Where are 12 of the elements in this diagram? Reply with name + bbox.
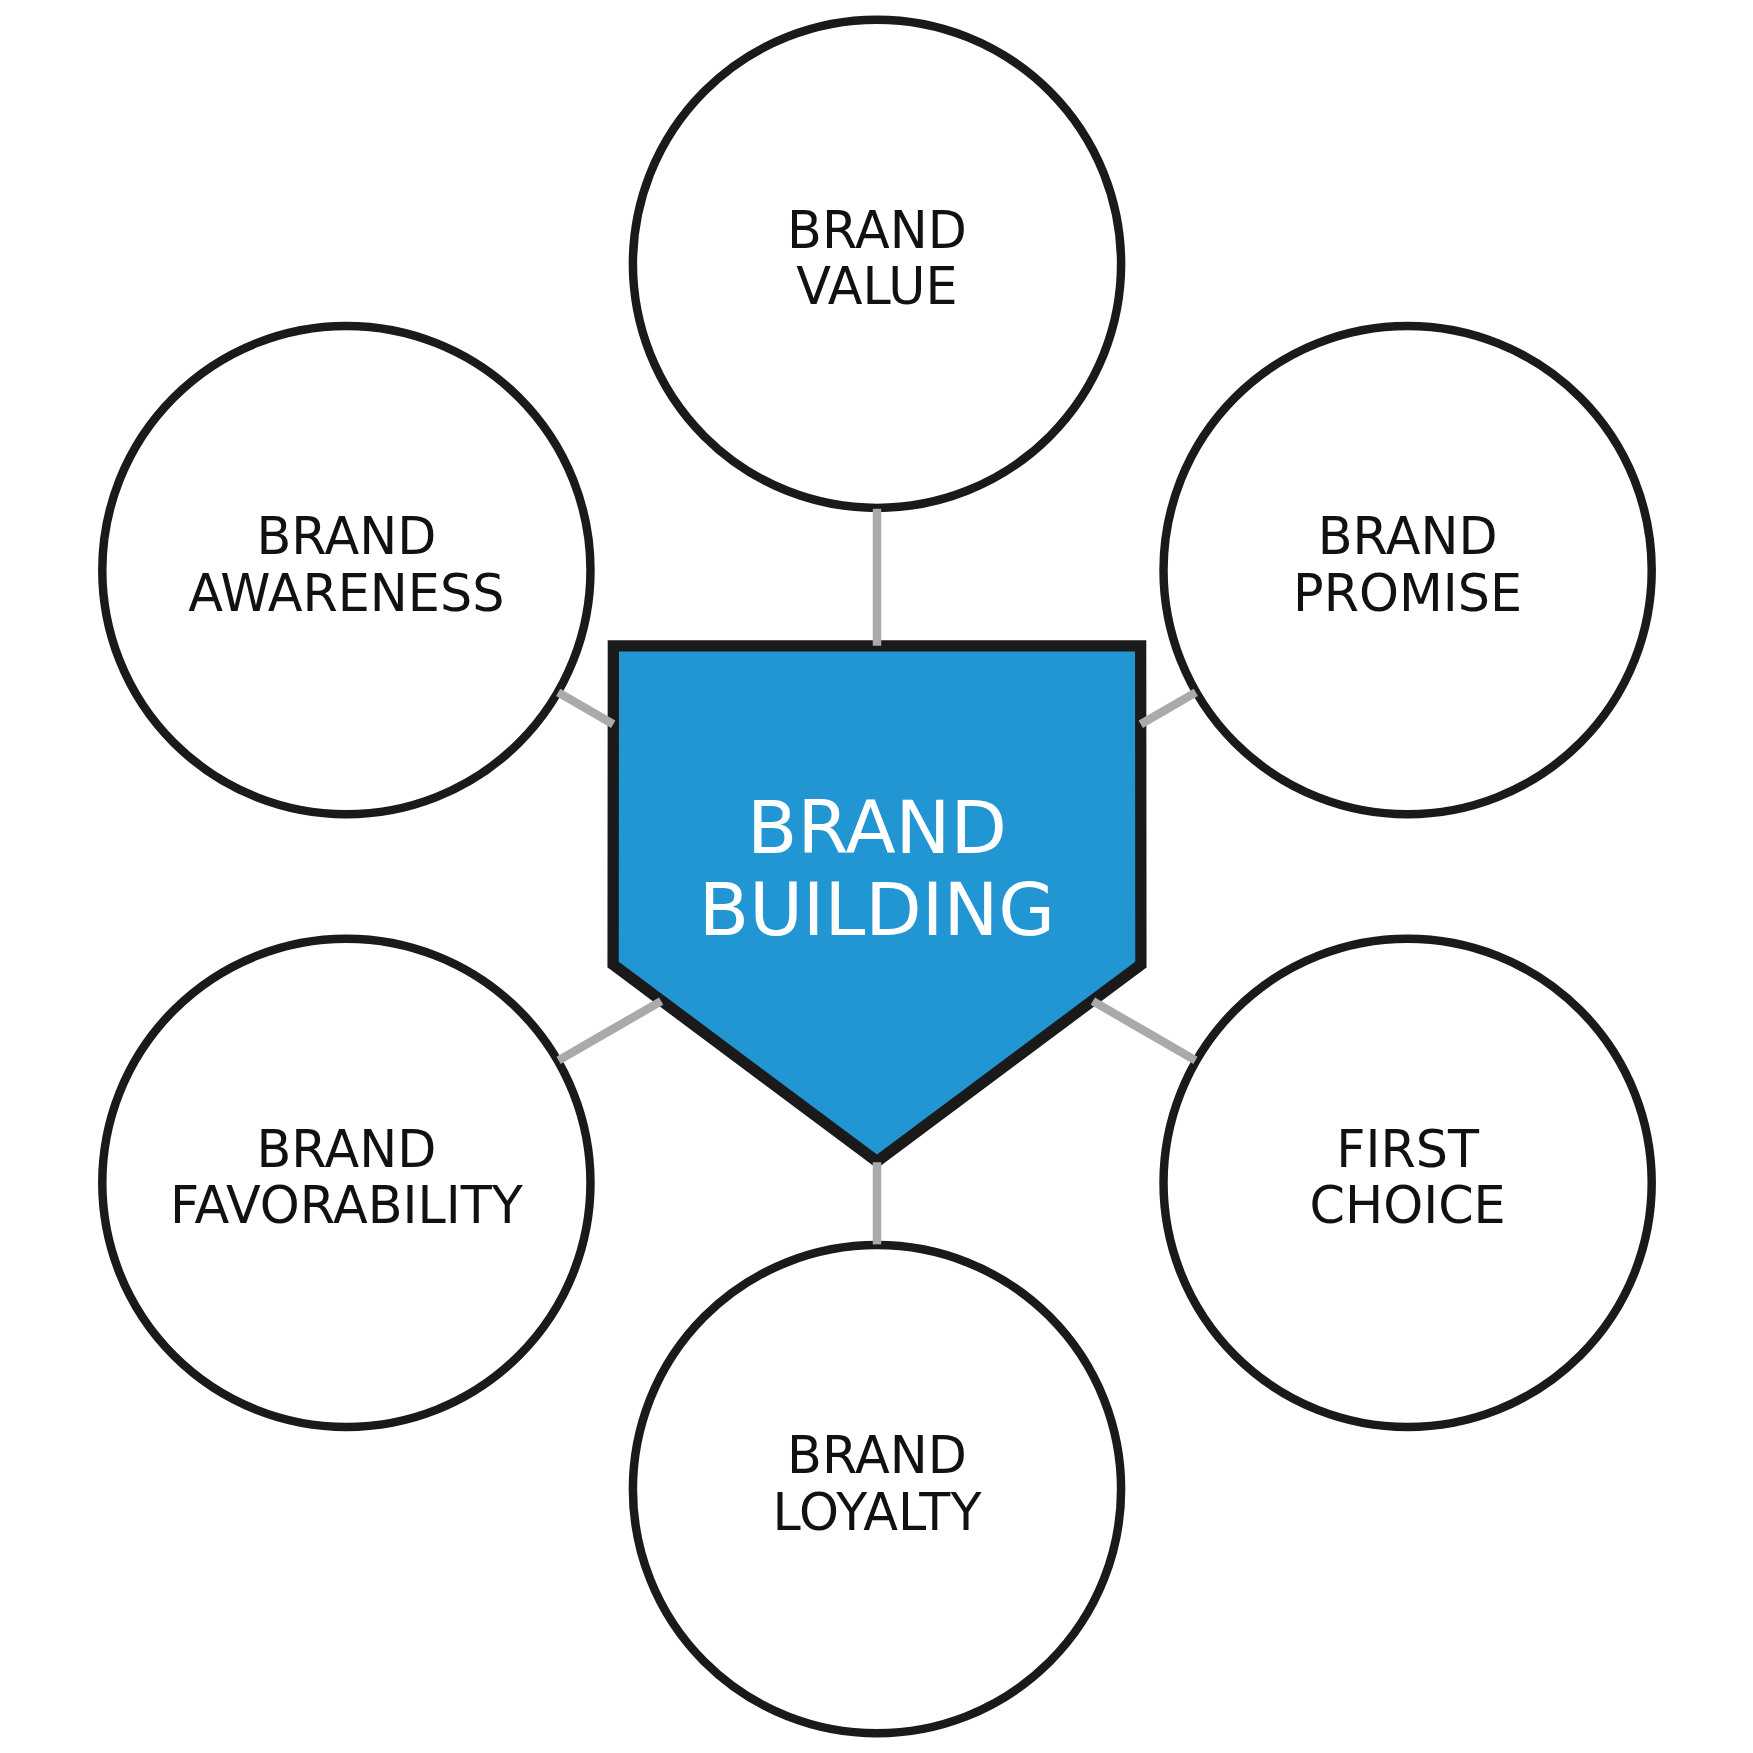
node-circle: FIRST CHOICE [1158,934,1656,1432]
connector [555,688,615,728]
node-circle: BRAND FAVORABILITY [97,934,595,1432]
node-circle: BRAND VALUE [628,15,1125,513]
connector [1138,688,1198,728]
connector [872,1162,881,1245]
connector [872,508,881,646]
connector [555,997,663,1064]
connector [1090,997,1198,1064]
node-circle: BRAND PROMISE [1158,321,1656,819]
node-circle: BRAND LOYALTY [628,1240,1125,1738]
node-circle: BRAND AWARENESS [97,321,595,819]
